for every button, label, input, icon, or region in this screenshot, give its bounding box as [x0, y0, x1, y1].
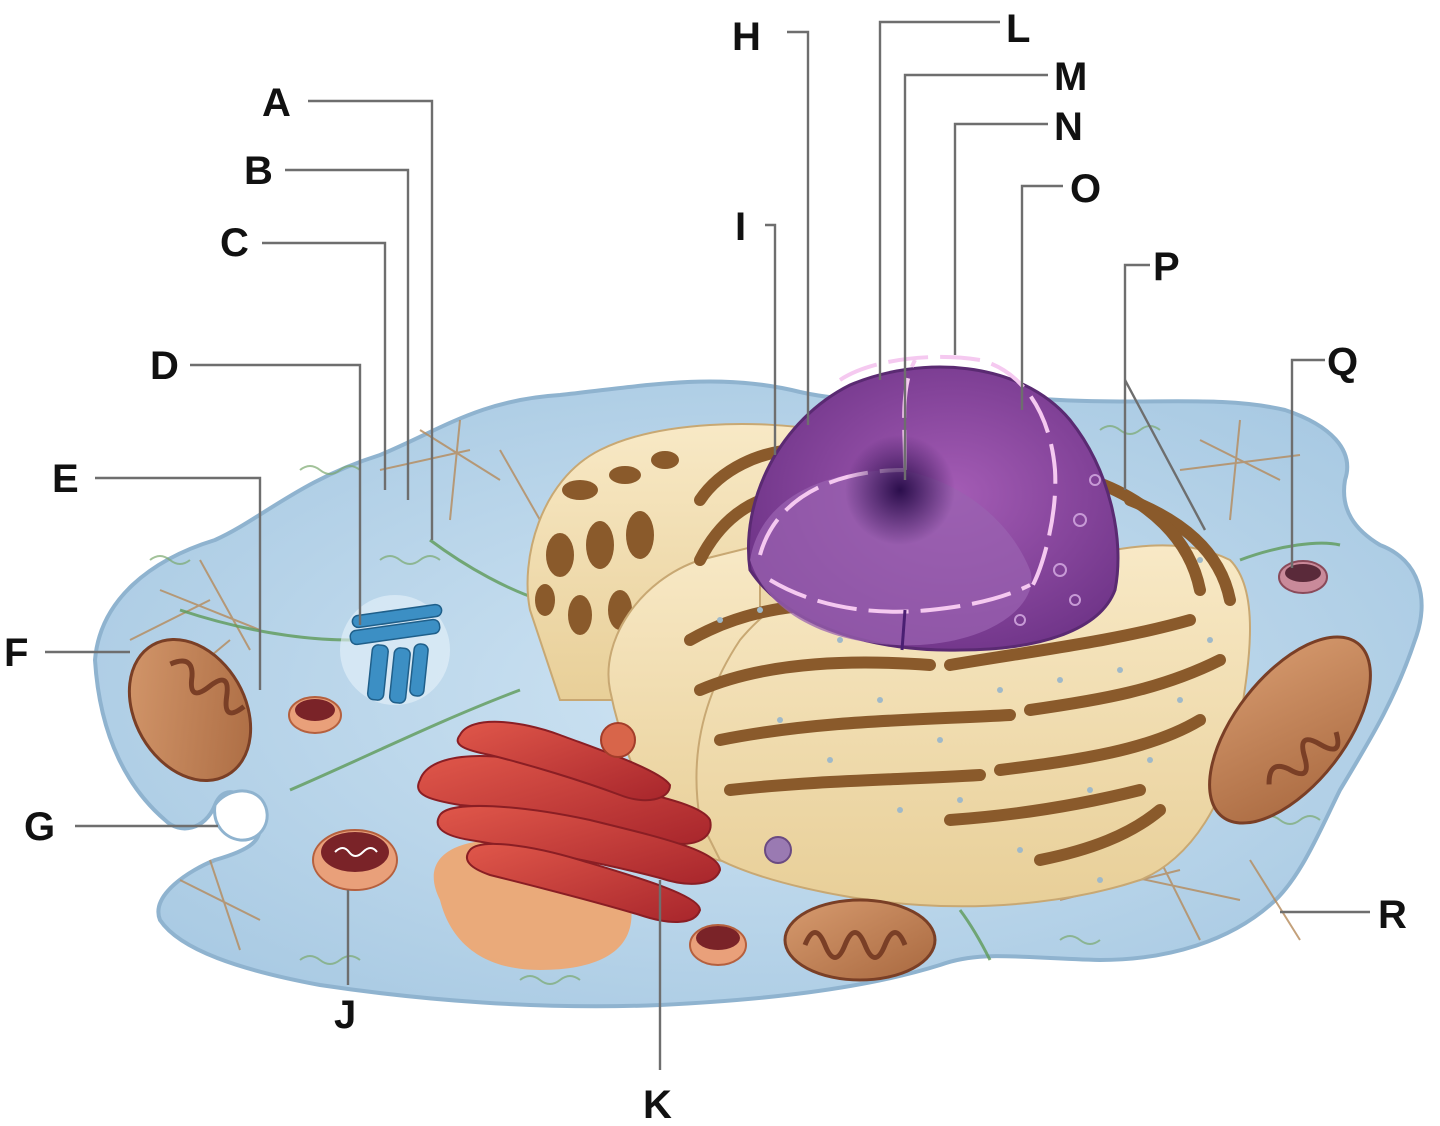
label-r: R: [1378, 893, 1407, 937]
leader-p: [1123, 263, 1150, 490]
label-l: L: [1006, 7, 1030, 51]
vesicle-red: [600, 722, 636, 758]
leader-l: [878, 20, 1000, 380]
label-b: B: [244, 149, 273, 193]
label-a: A: [262, 81, 291, 125]
labels: A B C D E F G H I J K L M N O P Q R: [4, 7, 1407, 1126]
leader-o: [1020, 184, 1063, 410]
label-m: M: [1054, 55, 1087, 99]
leader-h: [787, 30, 810, 425]
label-n: N: [1054, 105, 1083, 149]
mitochondrion-bottom: [783, 898, 937, 982]
label-p: P: [1153, 245, 1180, 289]
label-q: Q: [1327, 340, 1358, 384]
leader-d: [190, 363, 362, 625]
leader-q: [1290, 358, 1325, 568]
label-c: C: [220, 221, 249, 265]
label-i: I: [735, 205, 746, 249]
vesicle-purple: [764, 836, 792, 864]
lysosome-small-left: [288, 696, 342, 734]
lysosome-j: [312, 829, 398, 891]
leader-c: [262, 241, 387, 490]
rough-endoplasmic-reticulum: [526, 423, 1251, 908]
mitochondrion-left: [127, 637, 253, 783]
label-e: E: [52, 457, 79, 501]
leader-lines: [45, 20, 1370, 1070]
label-j: J: [334, 993, 356, 1037]
label-k: K: [643, 1083, 672, 1126]
leader-m: [903, 73, 1048, 480]
centrosome: [340, 595, 450, 705]
nucleolus: [845, 435, 955, 545]
mitochondria: [127, 635, 1372, 982]
mitochondrion-right: [1208, 635, 1372, 825]
golgi-apparatus: [417, 720, 722, 970]
endocytic-vesicle-opening: [213, 789, 269, 842]
label-d: D: [150, 344, 179, 388]
label-g: G: [24, 805, 55, 849]
label-o: O: [1070, 167, 1101, 211]
cytoskeleton-fibers: [129, 419, 1301, 951]
lysosome-bottom: [689, 924, 747, 966]
lysosomes: [288, 560, 1328, 966]
label-h: H: [732, 15, 761, 59]
leader-e: [95, 476, 262, 690]
peroxisome-q: [1278, 560, 1328, 594]
leader-a: [308, 99, 434, 540]
leader-b: [285, 168, 410, 500]
leader-i: [765, 223, 777, 455]
leader-n: [953, 122, 1048, 355]
label-f: F: [4, 631, 28, 675]
leader-p-branch: [1123, 379, 1207, 531]
